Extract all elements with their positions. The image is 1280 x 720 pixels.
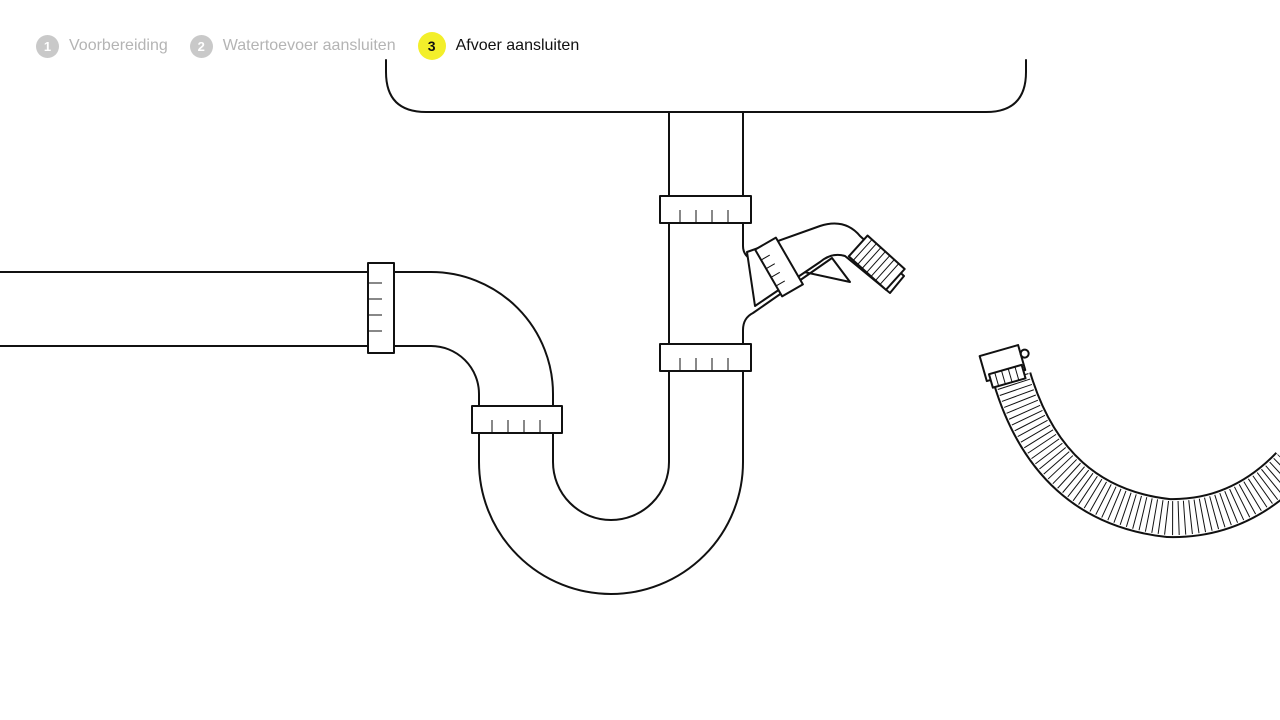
step-1: 1 Voorbereiding xyxy=(36,34,168,58)
step-2-number: 2 xyxy=(189,34,213,58)
step-progress: 1 Voorbereiding 2 Watertoevoer aansluite… xyxy=(36,32,601,60)
coupling-top xyxy=(659,195,752,224)
appliance-connector xyxy=(746,222,906,307)
step-3-number: 3 xyxy=(417,32,446,60)
step-3-label: Afvoer aansluiten xyxy=(455,37,580,54)
step-1-number: 1 xyxy=(36,34,59,58)
connector-ribbing xyxy=(847,234,906,291)
step-1-label: Voorbereiding xyxy=(69,37,168,54)
step-2-label: Watertoevoer aansluiten xyxy=(222,37,396,54)
siphon-pipe xyxy=(0,111,851,595)
coupling-left-leg xyxy=(471,405,563,434)
hose-coupling xyxy=(978,344,1030,389)
coupling-horizontal xyxy=(367,262,395,354)
step-3: 3 Afvoer aansluiten xyxy=(417,32,580,60)
drain-hose xyxy=(978,344,1280,539)
sink-basin xyxy=(385,59,1027,113)
coupling-middle xyxy=(659,343,752,372)
step-2: 2 Watertoevoer aansluiten xyxy=(189,34,396,58)
connector-nut xyxy=(754,236,804,298)
